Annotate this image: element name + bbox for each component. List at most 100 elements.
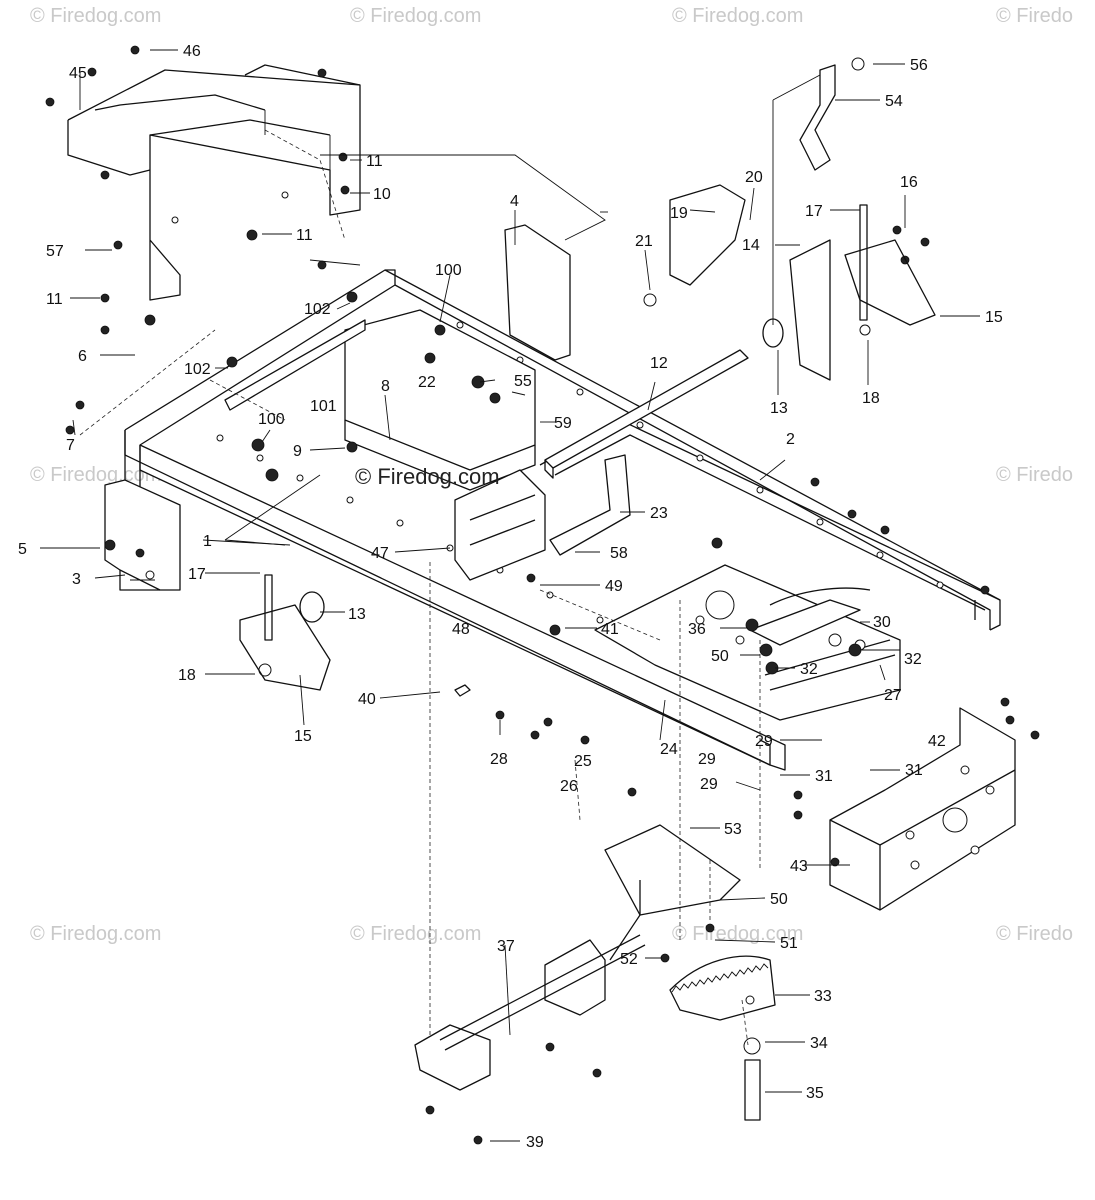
callout-17: 17 [805,203,823,220]
callout-59: 59 [554,415,572,432]
part-front-bracket [104,479,181,591]
callout-25: 25 [574,753,592,770]
callout-16: 16 [900,174,918,191]
callout-42: 42 [928,733,946,750]
callout-5: 5 [18,541,27,558]
part-engine-plate [344,309,546,581]
callout-58: 58 [610,545,628,562]
callout-10: 10 [373,186,391,203]
callout-100: 100 [258,411,285,428]
callout-45: 45 [69,65,87,82]
callout-14: 14 [742,237,760,254]
callout-28: 28 [490,751,508,768]
callout-2: 2 [786,431,795,448]
callout-102: 102 [184,361,211,378]
callout-39: 39 [526,1134,544,1151]
callout-29: 29 [698,751,716,768]
callout-27: 27 [884,687,902,704]
watermark-row-top: © Firedog.com © Firedog.com © Firedog.co… [30,5,1073,27]
callout-41: 41 [601,621,619,638]
callout-36: 36 [688,621,706,638]
callout-12: 12 [650,355,668,372]
callout-19: 19 [670,205,688,222]
watermark-row-middle: © Firedog.com © Firedo [30,464,1073,486]
callout-23: 23 [650,505,668,522]
callout-9: 9 [293,443,302,460]
watermark: © Firedog.com [672,923,803,945]
part-rear-bracket [829,707,1016,911]
callout-30: 30 [873,614,891,631]
callout-46: 46 [183,43,201,60]
watermark: © Firedog.com [30,5,161,27]
watermark: © Firedog.com [30,464,161,486]
callout-53: 53 [724,821,742,838]
callout-20: 20 [745,169,763,186]
leader-lines [40,49,980,1142]
callout-50: 50 [770,891,788,908]
watermark: © Firedog.com [672,5,803,27]
callout-32: 32 [800,661,818,678]
callout-54: 54 [885,93,903,110]
watermark-center: © Firedog.com [355,464,500,489]
callout-11: 11 [46,291,63,308]
callout-29: 29 [700,776,718,793]
callout-11: 11 [296,227,313,244]
callout-21: 21 [635,233,653,250]
callout-8: 8 [381,378,390,395]
callout-56: 56 [910,57,928,74]
callout-22: 22 [418,374,436,391]
callout-13: 13 [770,400,788,417]
callout-31: 31 [905,762,923,779]
callout-35: 35 [806,1085,824,1102]
reference-lines [79,74,821,1046]
callout-49: 49 [605,578,623,595]
part-fasteners [45,45,1040,1145]
callout-43: 43 [790,858,808,875]
part-sector-gear [669,955,776,1021]
callout-13: 13 [348,606,366,623]
callout-26: 26 [560,778,578,795]
callout-34: 34 [810,1035,828,1052]
callout-31: 31 [815,768,833,785]
callout-50: 50 [711,648,729,665]
callout-11: 11 [366,153,383,170]
callout-32: 32 [904,651,922,668]
callout-48: 48 [452,621,470,638]
callout-51: 51 [780,935,798,952]
callout-4: 4 [510,193,519,210]
watermark: © Firedo [996,464,1073,486]
watermark: © Firedo [996,5,1073,27]
callout-18: 18 [862,390,880,407]
callout-labels: 1 3 4 5 6 7 8 9 10 11 11 11 12 13 13 14 … [18,43,1003,1151]
callout-33: 33 [814,988,832,1005]
part-upper-bracket [67,64,361,301]
callout-47: 47 [371,545,389,562]
callout-1: 1 [203,533,212,550]
callout-15: 15 [985,309,1003,326]
part-pedal-shaft [414,824,741,1091]
callout-40: 40 [358,691,376,708]
watermark: © Firedog.com [350,923,481,945]
callout-24: 24 [660,741,678,758]
callout-102: 102 [304,301,331,318]
callout-3: 3 [72,571,81,588]
callout-100: 100 [435,262,462,279]
callout-101: 101 [310,398,337,415]
callout-15: 15 [294,728,312,745]
part-frame [124,269,1001,771]
callout-52: 52 [620,951,638,968]
callout-55: 55 [514,373,532,390]
callout-37: 37 [497,938,515,955]
callout-57: 57 [46,243,64,260]
watermark: © Firedog.com [350,5,481,27]
callout-6: 6 [78,348,87,365]
callout-17: 17 [188,566,206,583]
callout-7: 7 [66,437,75,454]
callout-18: 18 [178,667,196,684]
watermark: © Firedo [996,923,1073,945]
watermark: © Firedog.com [30,923,161,945]
watermark-row-bottom: © Firedog.com © Firedog.com © Firedog.co… [30,923,1073,945]
callout-29: 29 [755,733,773,750]
part-rear-plate [594,564,901,721]
